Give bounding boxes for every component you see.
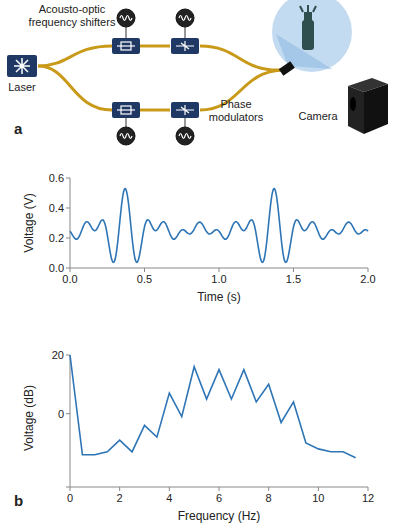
laser-box — [6, 54, 38, 78]
panel-letter: b — [14, 492, 23, 509]
tick-label: 8 — [266, 492, 272, 505]
axis-title: Time (s) — [197, 291, 241, 305]
tick-label: 0.4 — [49, 202, 64, 215]
tick-label: 0.0 — [49, 262, 64, 275]
tick-label: 0 — [67, 492, 73, 505]
axis-title: Voltage (dB) — [23, 385, 37, 451]
tick-label: 12 — [362, 492, 374, 505]
axis-title: Frequency (Hz) — [178, 510, 261, 524]
tick-label: 10 — [312, 492, 324, 505]
time-axes — [66, 178, 368, 272]
tick-label: 1.5 — [286, 273, 301, 286]
camera — [348, 78, 388, 134]
tick-label: 20 — [52, 349, 64, 362]
tick-label: 0.2 — [49, 232, 64, 245]
tick-label: 2 — [117, 492, 123, 505]
tick-label: 4 — [166, 492, 172, 505]
tick-label: 2.0 — [360, 273, 375, 286]
modulator-box — [112, 38, 199, 118]
tick-label: 0.5 — [137, 273, 152, 286]
fiber-collimator — [279, 61, 295, 76]
panel-letter: a — [14, 120, 22, 137]
tick-label: 1.0 — [211, 273, 226, 286]
node-label: Laser — [8, 81, 36, 93]
component-label: Phase modulators — [203, 98, 269, 123]
tick-label: 0 — [58, 407, 64, 420]
axis-title: Voltage (V) — [23, 193, 37, 252]
component-label: Acousto-optic frequency shifters — [26, 3, 118, 28]
tick-label: 0.0 — [62, 273, 77, 286]
laser-source: Laser — [6, 54, 38, 93]
spectrum-curve — [70, 355, 356, 458]
object-vial — [300, 5, 316, 50]
signal-generator — [117, 9, 194, 145]
tick-label: 0.6 — [49, 172, 64, 185]
illumination-disc — [272, 0, 352, 72]
frequency-axes — [66, 355, 368, 491]
component-label: Camera — [298, 110, 337, 123]
time-signal-curve — [70, 189, 368, 263]
tick-label: 6 — [216, 492, 222, 505]
